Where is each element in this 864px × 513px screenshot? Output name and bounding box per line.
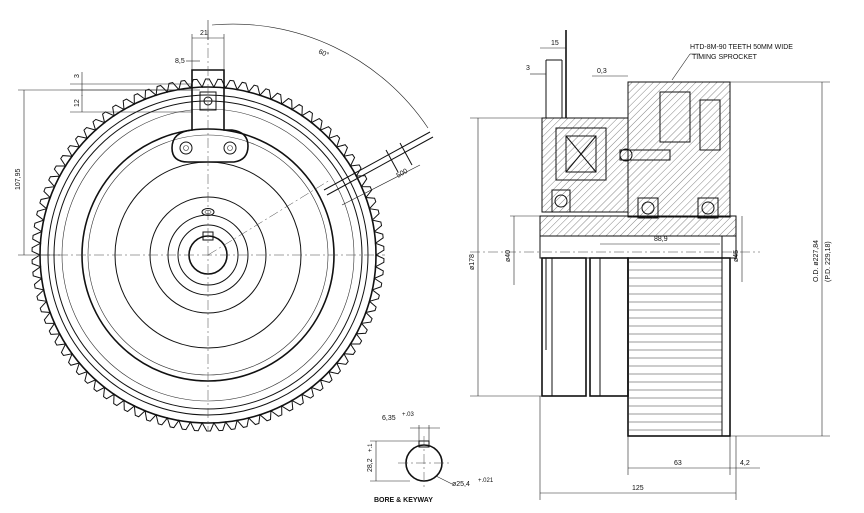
sprocket-side-teeth [628,261,722,431]
dim-178: ø178 [469,254,476,270]
sprocket-lower [627,257,731,437]
dim-8-5: 8,5 [175,58,185,65]
dim-60deg: 60° [317,48,330,60]
dim-3-right: 3 [526,65,530,72]
dim-107-95: 107,95 [15,168,22,190]
keyway-width: 6,35 [382,415,396,422]
dim-4-2: 4,2 [740,460,750,467]
sprocket-note-line1: HTD-8M-90 TEETH 50MM WIDE [690,44,793,51]
torque-rod [323,131,431,191]
front-view: 60° 500 21 8,5 3 12 107,95 [15,20,434,432]
dim-500: 500 [396,168,410,180]
dim-0-3: 0,3 [597,68,607,75]
bearing-left [551,189,571,213]
dim-45: ø45 [733,250,740,262]
clutch-cavity [555,127,607,181]
clutch-housing-section [541,117,629,213]
keyway-depth-tol: +.1 [368,443,374,452]
arm-bolt-right [223,141,237,155]
bore-diameter-tol: +.021 [478,478,494,484]
dim-63: 63 [674,460,682,467]
shaft-section [539,215,737,237]
flange-lower [589,257,629,397]
dim-125: 125 [632,485,644,492]
keyway-width-tol: +.03 [402,412,415,418]
dim-88-9: 88,9 [654,236,668,243]
sprocket-note-line2: TIMING SPROCKET [692,54,758,61]
dim-21: 21 [200,30,208,37]
bore-keyway-title: BORE & KEYWAY [374,497,433,504]
bore-diameter: ø25,4 [452,481,470,488]
dim-40: ø40 [505,250,512,262]
torque-arm [171,69,249,163]
dim-12: 12 [74,99,81,107]
dim-pd: (P.D. 229,18) [825,241,832,282]
shaft-body [539,235,737,259]
angle-arc [211,23,429,129]
dim-3-left: 3 [74,74,81,78]
dim-15: 15 [551,40,559,47]
keyway-depth: 28,2 [367,458,374,472]
arm-bolt-left [179,141,193,155]
bore-keyway-detail: 6,35 +.03 28,2 +.1 ø25,4 +.021 BORE & KE… [367,412,494,504]
dim-od: O.D. ø227,84 [813,240,820,282]
housing-lower [541,257,587,397]
side-section-view: 15 3 0,3 HTD-8M-90 TEETH 50MM WIDE TIMIN… [469,30,832,500]
